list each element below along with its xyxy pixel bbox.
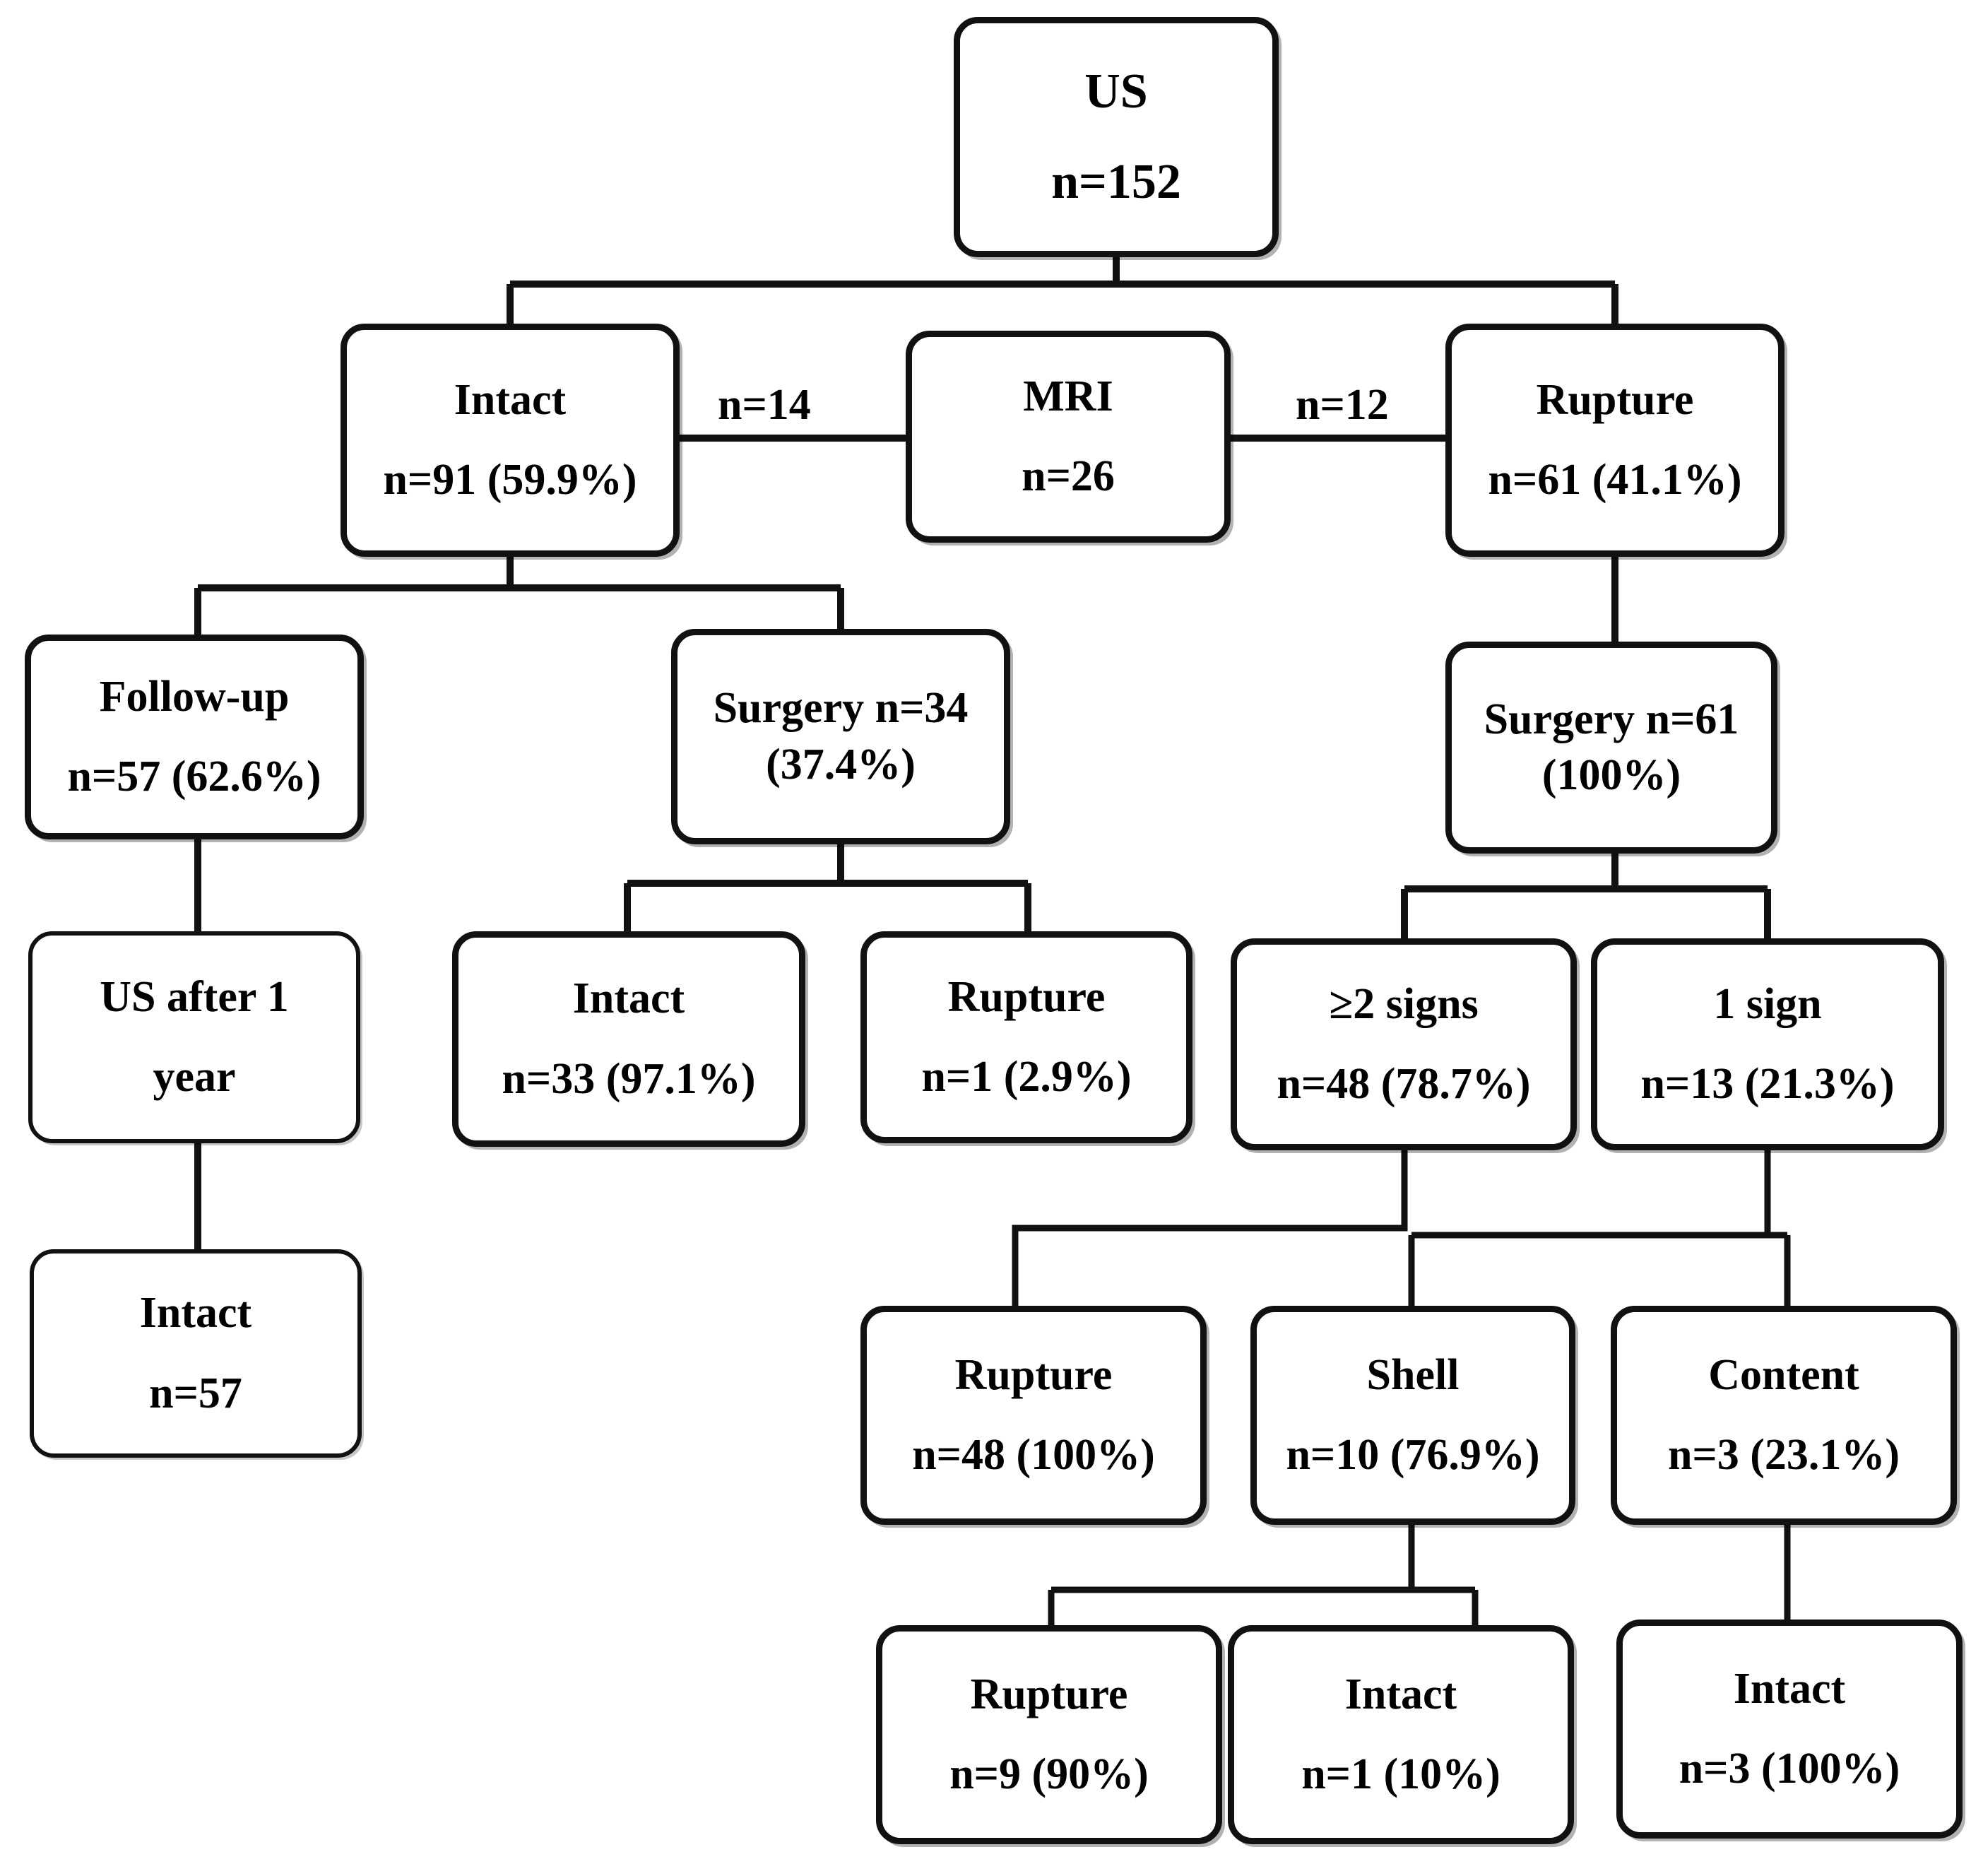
node-intact-3-line2: n=3 (100%): [1679, 1745, 1900, 1793]
node-rupture-9-line2: n=9 (90%): [949, 1750, 1149, 1799]
node-intact-top-line1: Intact: [454, 375, 567, 424]
node-two-or-more-signs-line2: n=48 (78.7%): [1277, 1060, 1531, 1109]
node-shell[interactable]: Shell n=10 (76.9%): [1250, 1306, 1575, 1525]
node-mri[interactable]: MRI n=26: [906, 331, 1231, 543]
node-surgery-61-line1: Surgery n=61: [1484, 695, 1739, 743]
node-us-after-1-year[interactable]: US after 1 year: [28, 931, 360, 1143]
node-rupture-top[interactable]: Rupture n=61 (41.1%): [1445, 324, 1784, 557]
node-intact-33-line2: n=33 (97.1%): [502, 1054, 756, 1103]
node-followup-line2: n=57 (62.6%): [67, 753, 321, 801]
node-us-after-1-year-line1: US after 1: [100, 972, 289, 1021]
node-surgery-34-line1: Surgery n=34: [713, 684, 969, 733]
node-content-line1: Content: [1708, 1350, 1859, 1399]
node-intact-57[interactable]: Intact n=57: [30, 1249, 362, 1458]
node-one-sign-line2: n=13 (21.3%): [1640, 1060, 1895, 1109]
node-rupture-top-line2: n=61 (41.1%): [1488, 456, 1742, 505]
node-followup[interactable]: Follow-up n=57 (62.6%): [25, 635, 364, 839]
node-intact-top-line2: n=91 (59.9%): [383, 456, 637, 505]
node-intact-3[interactable]: Intact n=3 (100%): [1616, 1620, 1963, 1839]
node-intact-57-line2: n=57: [149, 1369, 242, 1417]
node-intact-1[interactable]: Intact n=1 (10%): [1228, 1625, 1574, 1844]
node-intact-33[interactable]: Intact n=33 (97.1%): [452, 931, 805, 1147]
node-rupture-1-line1: Rupture: [947, 972, 1106, 1021]
edge-label-intact-mri: n=14: [714, 380, 815, 430]
node-us[interactable]: US n=152: [954, 17, 1279, 257]
node-one-sign-line1: 1 sign: [1713, 979, 1822, 1028]
node-surgery-61-line2: (100%): [1541, 751, 1681, 799]
node-followup-line1: Follow-up: [99, 672, 290, 721]
node-rupture-9-line1: Rupture: [970, 1670, 1128, 1718]
node-rupture-48-line2: n=48 (100%): [912, 1431, 1155, 1480]
node-us-after-1-year-line2: year: [153, 1053, 236, 1102]
node-intact-3-line1: Intact: [1733, 1664, 1846, 1713]
node-intact-1-line2: n=1 (10%): [1301, 1750, 1501, 1799]
node-two-or-more-signs[interactable]: ≥2 signs n=48 (78.7%): [1231, 938, 1577, 1150]
node-intact-57-line1: Intact: [139, 1289, 252, 1338]
node-intact-1-line1: Intact: [1344, 1670, 1457, 1718]
node-rupture-1-line2: n=1 (2.9%): [921, 1053, 1132, 1102]
node-shell-line1: Shell: [1366, 1350, 1460, 1399]
edge-label-mri-rupture: n=12: [1291, 380, 1393, 430]
connector-signs2-elbow: [1012, 1150, 1408, 1306]
node-us-line1: US: [1084, 64, 1148, 119]
node-intact-33-line1: Intact: [572, 974, 685, 1023]
node-surgery-34-line2: (37.4%): [766, 740, 916, 789]
node-rupture-48[interactable]: Rupture n=48 (100%): [860, 1306, 1207, 1525]
node-surgery-61[interactable]: Surgery n=61 (100%): [1445, 642, 1777, 854]
node-mri-line2: n=26: [1022, 452, 1115, 501]
node-rupture-9[interactable]: Rupture n=9 (90%): [876, 1625, 1222, 1844]
node-rupture-top-line1: Rupture: [1536, 375, 1694, 424]
node-rupture-48-line1: Rupture: [954, 1350, 1113, 1399]
node-us-line2: n=152: [1051, 155, 1181, 210]
node-surgery-34[interactable]: Surgery n=34 (37.4%): [671, 629, 1010, 844]
node-two-or-more-signs-line1: ≥2 signs: [1329, 979, 1479, 1028]
node-mri-line1: MRI: [1023, 372, 1113, 420]
node-shell-line2: n=10 (76.9%): [1286, 1431, 1540, 1480]
node-content[interactable]: Content n=3 (23.1%): [1611, 1306, 1957, 1525]
node-intact-top[interactable]: Intact n=91 (59.9%): [341, 324, 680, 557]
node-content-line2: n=3 (23.1%): [1667, 1431, 1900, 1480]
node-rupture-1[interactable]: Rupture n=1 (2.9%): [860, 931, 1192, 1143]
node-one-sign[interactable]: 1 sign n=13 (21.3%): [1591, 938, 1944, 1150]
